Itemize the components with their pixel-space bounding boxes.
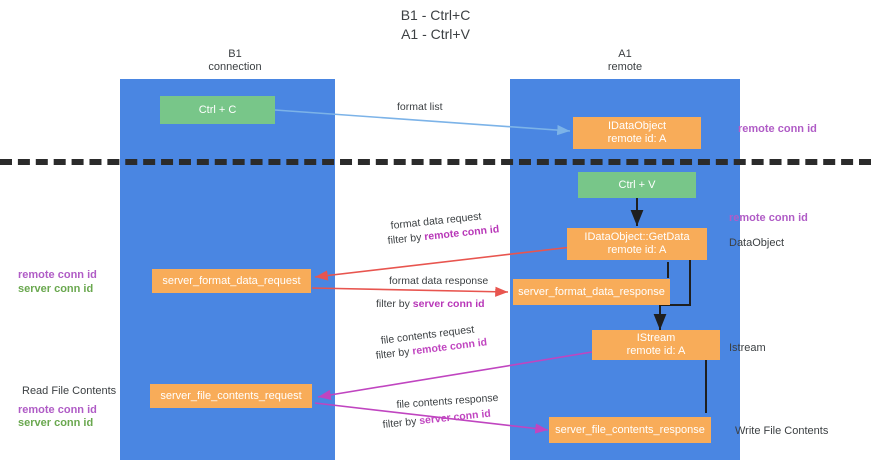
node-server-format-data-response[interactable]: server_format_data_response (513, 279, 670, 305)
node-getdata[interactable]: IDataObject::GetData remote id: A (567, 228, 707, 260)
edge-getdata-istream (653, 256, 691, 330)
annotation-write-file-contents: Write File Contents (735, 425, 829, 437)
annotation-right-remote-conn-id-top: remote conn id (738, 123, 817, 135)
edge-filter-prefix-1: filter by (387, 231, 425, 247)
lane-title-b1: B1 connection (208, 48, 262, 73)
node-ctrl-c-label: Ctrl + C (198, 103, 237, 116)
annotation-left-server-conn-id-2: server conn id (18, 417, 94, 429)
edge-label-format-data-response: format data response (389, 275, 489, 287)
annotation-right-remote-conn-id-mid: remote conn id (729, 212, 808, 224)
node-getdata-sublabel: remote id: A (607, 244, 667, 256)
node-istream[interactable]: IStream remote id: A (592, 330, 720, 360)
phase-divider (0, 159, 871, 165)
annotation-left-remote-conn-id: remote conn id (18, 269, 97, 281)
annotation-istream: Istream (729, 342, 766, 354)
edge-format-list (274, 109, 571, 136)
annotation-dataobject: DataObject (729, 237, 785, 249)
edge-format-data-request (314, 246, 573, 281)
node-ctrl-v-label: Ctrl + V (618, 178, 656, 191)
node-idataobject[interactable]: IDataObject remote id: A (573, 117, 701, 149)
node-server-file-contents-response[interactable]: server_file_contents_response (549, 417, 711, 443)
node-server-file-contents-response-label: server_file_contents_response (555, 423, 705, 436)
edge-filter-prefix-4: filter by (382, 415, 420, 431)
annotation-left-server-conn-id: server conn id (18, 283, 94, 295)
node-idataobject-label: IDataObject (607, 120, 667, 132)
edge-label-format-list: format list (397, 101, 443, 113)
node-istream-label: IStream (636, 332, 676, 344)
node-istream-sublabel: remote id: A (626, 345, 686, 357)
annotation-read-file-contents: Read File Contents (22, 385, 117, 397)
edge-filter-prefix-2: filter by (376, 298, 413, 310)
node-server-format-data-request[interactable]: server_format_data_request (152, 269, 311, 293)
node-server-format-data-request-label: server_format_data_request (162, 274, 301, 287)
node-server-file-contents-request[interactable]: server_file_contents_request (150, 384, 312, 408)
node-server-file-contents-request-label: server_file_contents_request (160, 389, 302, 402)
lane-title-a1: A1 remote (607, 48, 643, 73)
edge-filter-format-data-response: filter by server conn id (376, 297, 485, 311)
annotation-left-remote-conn-id-2: remote conn id (18, 404, 97, 416)
diagram-title: B1 - Ctrl+C A1 - Ctrl+V (400, 7, 471, 42)
node-getdata-label: IDataObject::GetData (584, 231, 690, 243)
node-server-format-data-response-label: server_format_data_response (518, 285, 665, 298)
node-ctrl-c[interactable]: Ctrl + C (160, 96, 275, 124)
edge-format-data-response (311, 286, 509, 297)
edge-file-contents-request (317, 351, 593, 400)
edge-filter-value-2: server conn id (412, 298, 485, 310)
node-ctrl-v[interactable]: Ctrl + V (578, 172, 696, 198)
node-idataobject-sublabel: remote id: A (607, 133, 667, 145)
edge-file-contents-response (314, 402, 549, 434)
